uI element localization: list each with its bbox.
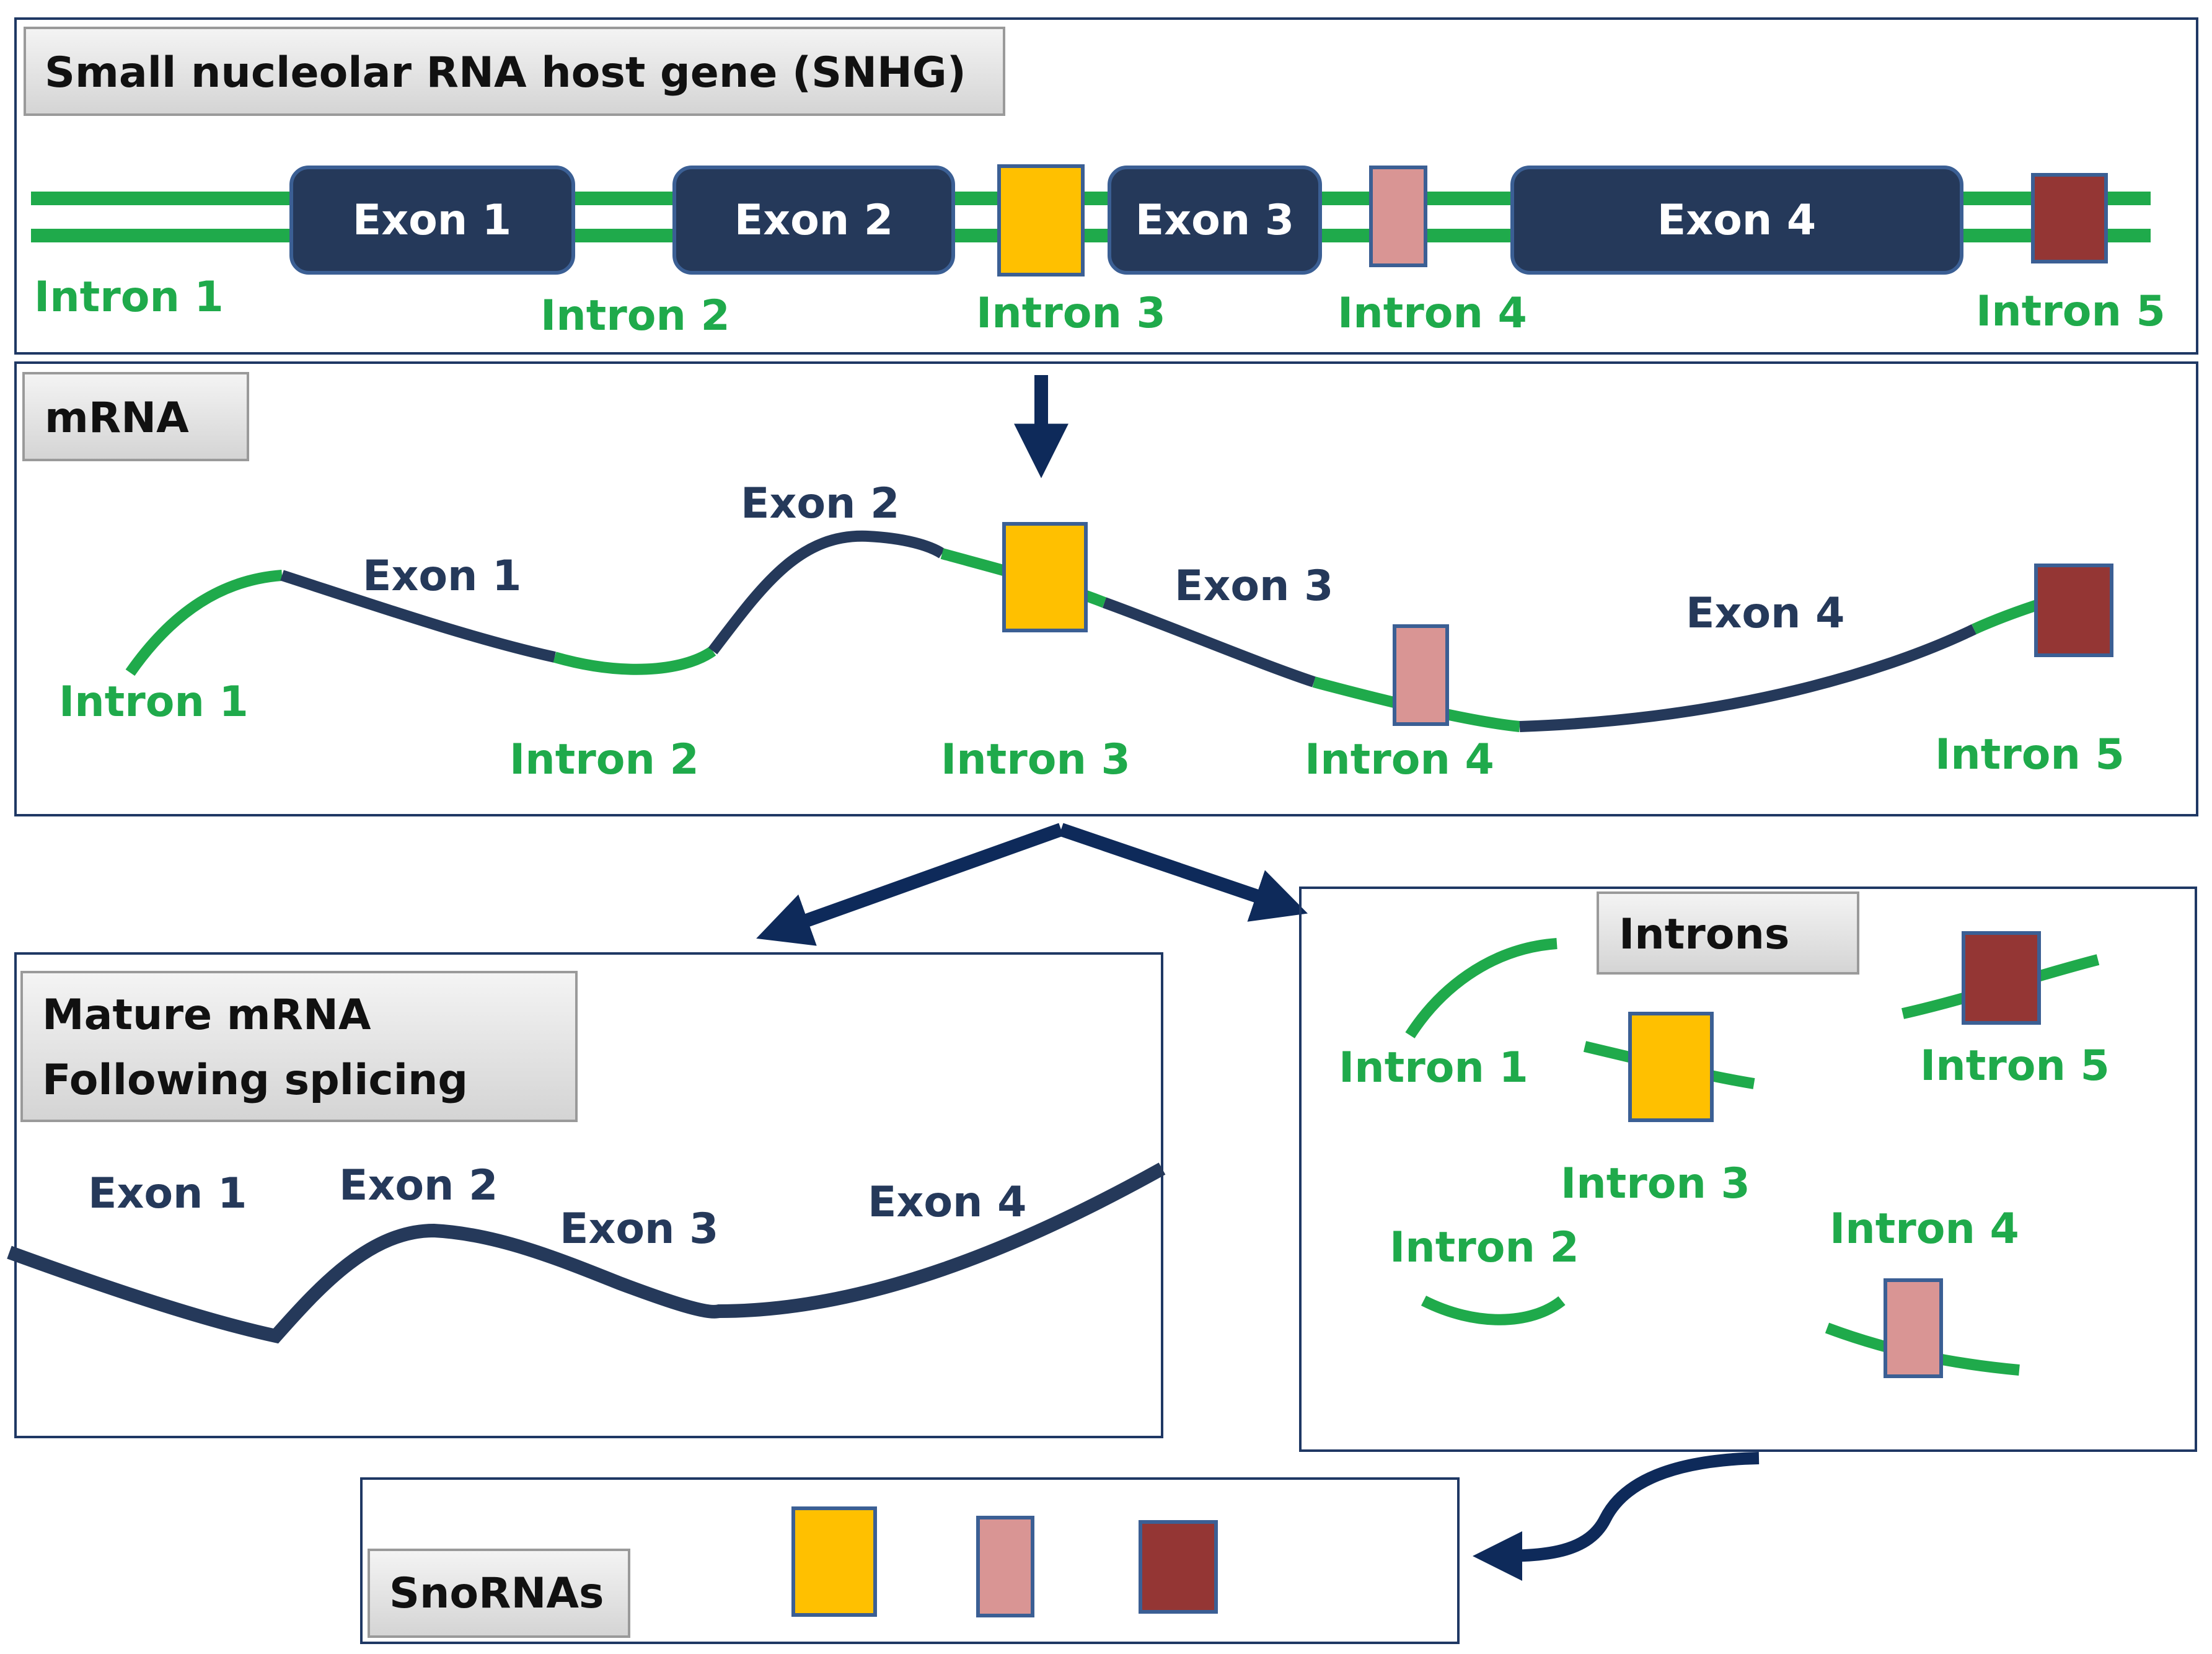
snorna-red <box>1139 1520 1218 1614</box>
gene-snorna-red <box>2031 173 2108 263</box>
arrow-mrna-to-mature <box>756 823 1064 946</box>
gene-intron-2-label: Intron 2 <box>540 291 730 340</box>
introns-intron-4-label: Intron 4 <box>1830 1205 2019 1254</box>
mature-exon-1-label: Exon 1 <box>88 1169 247 1218</box>
mrna-exon-2-strand <box>708 530 945 655</box>
introns-intron-2-strand <box>1421 1295 1566 1325</box>
mrna-exon-4-label: Exon 4 <box>1686 589 1844 638</box>
mrna-intron-2-label: Intron 2 <box>509 735 699 784</box>
introns-snorna-red <box>1962 931 2041 1025</box>
mature-exon-2-label: Exon 2 <box>339 1161 498 1210</box>
introns-intron-2-label: Intron 2 <box>1390 1223 1579 1272</box>
mature-exon-3-label: Exon 3 <box>560 1205 718 1254</box>
panel-mature: Mature mRNA Following splicing Exon 1 Ex… <box>7 952 1166 1438</box>
mrna-intron-3-label: Intron 3 <box>941 735 1130 784</box>
gene-snorna-yellow <box>997 164 1085 276</box>
panel-gene-title-box <box>24 27 1005 116</box>
panel-gene-border <box>14 17 2198 355</box>
mrna-exon-1-strand <box>280 570 556 663</box>
introns-intron-1-strand <box>1405 938 1558 1038</box>
introns-intron-1-label: Intron 1 <box>1339 1043 1528 1092</box>
mrna-intron-2-strand <box>553 646 716 675</box>
panel-gene-title: Small nucleolar RNA host gene (SNHG) <box>45 48 966 97</box>
mrna-snorna-yellow <box>1002 522 1088 632</box>
gene-exon-4 <box>1510 166 1963 275</box>
panel-mrna: mRNA Exon 1 Exon 2 Exon 3 Exon 4 Intron … <box>14 361 2198 816</box>
mrna-exon-4-strand <box>1519 624 1976 732</box>
panel-mature-title-line2: Following splicing <box>42 1056 468 1105</box>
gene-exon-3-label: Exon 3 <box>1135 196 1294 245</box>
mrna-exon-1-label: Exon 1 <box>363 552 521 601</box>
panel-gene: Small nucleolar RNA host gene (SNHG) Exo… <box>14 17 2198 355</box>
panel-mrna-border <box>14 361 2198 816</box>
arrow-mrna-to-introns <box>1059 823 1308 922</box>
panel-mature-title-line1: Mature mRNA <box>42 991 371 1040</box>
mrna-intron-5-label: Intron 5 <box>1935 730 2125 779</box>
mrna-intron-1-strand <box>125 570 283 676</box>
mrna-exon-2-label: Exon 2 <box>741 479 899 528</box>
introns-intron-5-label: Intron 5 <box>1920 1041 2110 1090</box>
introns-snorna-yellow <box>1628 1012 1714 1122</box>
gene-exon-3 <box>1108 166 1322 275</box>
introns-snorna-pink <box>1884 1278 1943 1378</box>
mrna-snorna-pink <box>1393 624 1449 726</box>
panel-introns-title-box <box>1597 891 1859 975</box>
mrna-snorna-red <box>2034 564 2113 657</box>
panel-introns-title: Introns <box>1619 910 1789 959</box>
snorna-pink <box>976 1516 1034 1617</box>
panel-mature-border <box>14 952 1163 1438</box>
panel-mrna-title: mRNA <box>45 394 189 443</box>
gene-exon-2-label: Exon 2 <box>734 196 893 245</box>
gene-snorna-pink <box>1369 166 1427 267</box>
gene-intron-5-label: Intron 5 <box>1976 287 2166 336</box>
mrna-exon-3-label: Exon 3 <box>1174 562 1333 611</box>
mature-strand <box>7 1162 1166 1344</box>
gene-intron-4-label: Intron 4 <box>1337 289 1527 338</box>
panel-mature-title-box <box>20 971 578 1122</box>
panel-introns: Introns Intron 1 Intron 3 Intron 5 Intro… <box>1299 887 2197 1452</box>
gene-exon-1 <box>289 166 575 275</box>
gene-intron-3-label: Intron 3 <box>976 289 1166 338</box>
introns-intron-3-label: Intron 3 <box>1561 1159 1750 1208</box>
panel-snornas-title: SnoRNAs <box>389 1569 604 1618</box>
panel-snornas-title-box <box>368 1549 630 1638</box>
mrna-exon-3-strand <box>1102 597 1316 688</box>
panel-snornas: SnoRNAs <box>360 1477 1460 1644</box>
mrna-intron-1-label: Intron 1 <box>59 678 249 727</box>
gene-exon-4-label: Exon 4 <box>1657 196 1816 245</box>
mature-exon-4-label: Exon 4 <box>868 1178 1026 1227</box>
gene-exon-1-label: Exon 1 <box>353 196 511 245</box>
snorna-yellow <box>791 1506 877 1617</box>
mrna-intron-4-label: Intron 4 <box>1305 735 1494 784</box>
panel-mrna-title-box <box>22 372 249 461</box>
arrow-introns-to-snornas <box>1473 1452 1760 1581</box>
panel-snornas-border <box>360 1477 1460 1644</box>
gene-intron-1-label: Intron 1 <box>34 273 224 322</box>
gene-exon-2 <box>672 166 955 275</box>
panel-introns-border <box>1299 887 2197 1452</box>
